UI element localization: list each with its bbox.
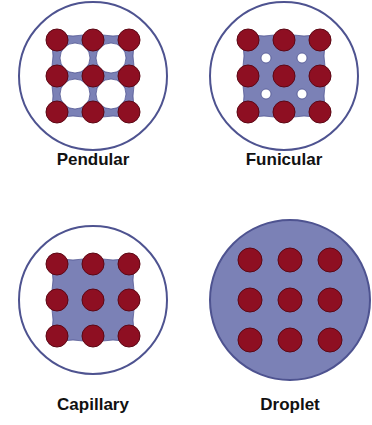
state-label: Capillary [57,395,129,415]
particle-circle: Capillary [16,223,170,377]
particle-circle: Droplet [207,217,372,383]
state-label: Droplet [260,395,320,415]
particle-illustration [207,217,372,383]
state-label: Pendular [57,150,130,170]
particle-illustration [16,0,170,153]
particle-illustration [207,0,361,153]
particle-circle: Pendular [16,0,170,153]
particle-illustration [16,223,170,377]
particle-circle: Funicular [207,0,361,153]
state-label: Funicular [246,150,323,170]
